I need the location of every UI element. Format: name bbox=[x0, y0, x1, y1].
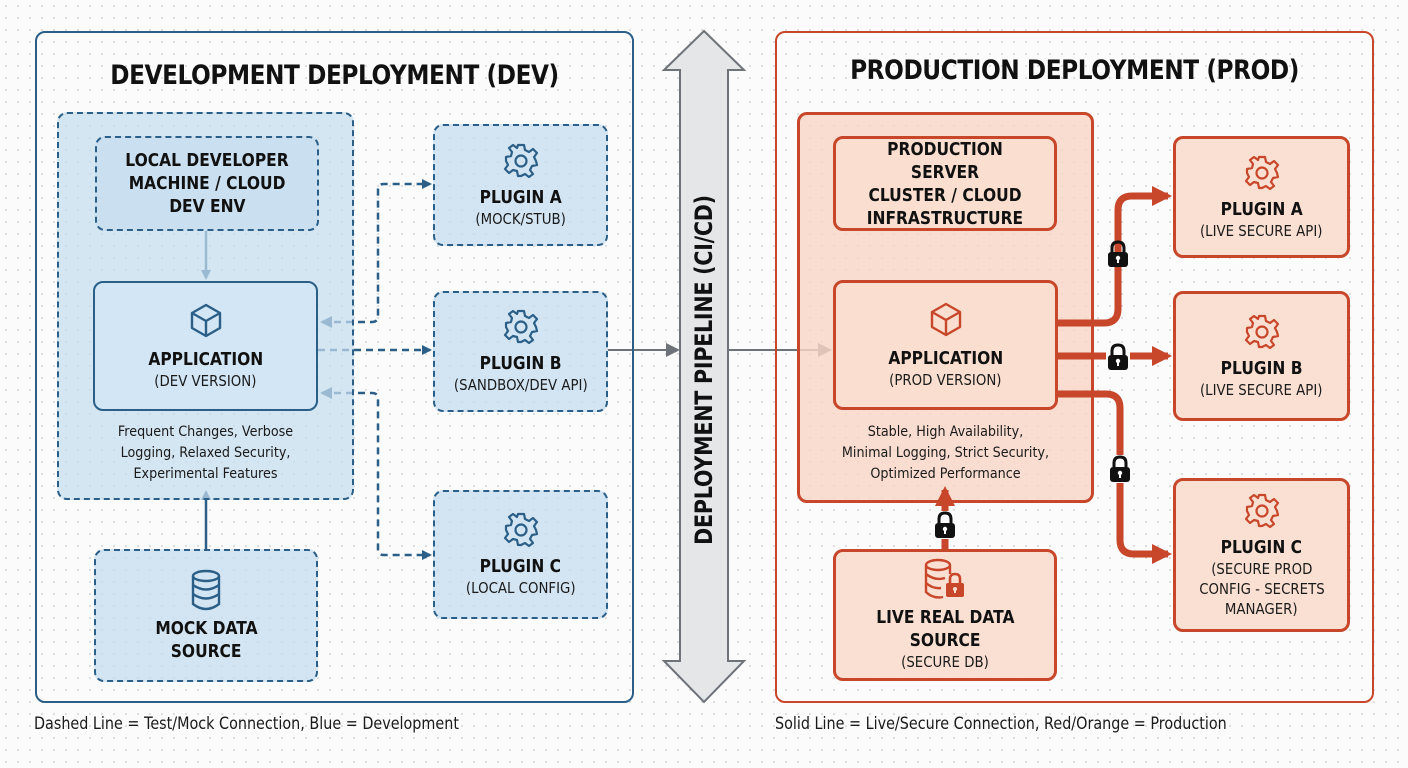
dev-legend: Dashed Line = Test/Mock Connection, Blue… bbox=[34, 714, 459, 733]
database-icon bbox=[190, 569, 222, 611]
prod-plugin-a-title: PLUGIN A bbox=[1220, 198, 1303, 220]
gear-icon bbox=[1243, 154, 1281, 192]
prod-plugin-c-subtitle: (SECURE PROD bbox=[1210, 559, 1313, 578]
dev-plugin-b-title: PLUGIN B bbox=[479, 353, 562, 374]
prod-note-line: Minimal Logging, Strict Security, bbox=[841, 445, 1050, 461]
dev-plugin-b-subtitle: (SANDBOX/DEV API) bbox=[453, 376, 588, 394]
live-data-source-box[interactable]: LIVE REAL DATA SOURCE (SECURE DB) bbox=[833, 549, 1057, 681]
local-developer-env-box[interactable]: LOCAL DEVELOPER MACHINE / CLOUD DEV ENV bbox=[95, 136, 319, 231]
gear-icon bbox=[1243, 313, 1281, 351]
prod-title-wrap: PRODUCTION DEPLOYMENT (PROD) bbox=[775, 55, 1374, 86]
gear-icon bbox=[502, 308, 540, 346]
dev-panel-title: DEVELOPMENT DEPLOYMENT (DEV) bbox=[110, 60, 559, 91]
lock-icon bbox=[1106, 240, 1130, 268]
dev-note-line: Experimental Features bbox=[133, 466, 278, 482]
prod-note-line: Stable, High Availability, bbox=[867, 424, 1024, 440]
prod-plugin-a-subtitle: (LIVE SECURE API) bbox=[1200, 221, 1323, 240]
dev-note-line: Frequent Changes, Verbose bbox=[117, 424, 294, 440]
dev-title-wrap: DEVELOPMENT DEPLOYMENT (DEV) bbox=[35, 60, 634, 91]
prod-plugin-c-title: PLUGIN C bbox=[1220, 536, 1303, 558]
prod-deployment-panel bbox=[775, 31, 1374, 703]
cube-icon bbox=[189, 302, 223, 338]
gear-icon bbox=[502, 511, 540, 549]
dev-app-title: APPLICATION bbox=[148, 348, 263, 370]
prod-legend: Solid Line = Live/Secure Connection, Red… bbox=[775, 714, 1227, 733]
secure-database-icon bbox=[923, 558, 967, 600]
prod-plugin-c-subtitle: CONFIG - SECRETS bbox=[1198, 579, 1325, 598]
gear-icon bbox=[502, 142, 540, 180]
dev-plugin-c-title: PLUGIN C bbox=[479, 556, 562, 577]
dev-plugin-c-subtitle: (LOCAL CONFIG) bbox=[465, 579, 576, 597]
server-line: INFRASTRUCTURE bbox=[866, 207, 1024, 229]
live-source-subtitle: (SECURE DB) bbox=[901, 653, 989, 671]
pipeline-label: DEPLOYMENT PIPELINE (CI/CD) bbox=[690, 195, 718, 545]
dev-notes: Frequent Changes, Verbose Logging, Relax… bbox=[60, 422, 351, 485]
dev-note-line: Logging, Relaxed Security, bbox=[120, 445, 291, 461]
dev-plugin-c-box[interactable]: PLUGIN C (LOCAL CONFIG) bbox=[433, 490, 608, 619]
prod-plugin-b-subtitle: (LIVE SECURE API) bbox=[1200, 380, 1323, 399]
prod-notes: Stable, High Availability, Minimal Loggi… bbox=[800, 422, 1091, 485]
dev-app-subtitle: (DEV VERSION) bbox=[154, 371, 257, 390]
lock-icon bbox=[1106, 343, 1130, 371]
prod-panel-title: PRODUCTION DEPLOYMENT (PROD) bbox=[850, 55, 1299, 86]
gear-icon bbox=[1243, 492, 1281, 530]
cube-icon bbox=[929, 301, 963, 337]
local-env-line: LOCAL DEVELOPER bbox=[125, 150, 289, 171]
dev-deployment-panel bbox=[35, 31, 634, 703]
local-env-line: DEV ENV bbox=[168, 196, 246, 217]
dev-plugin-a-subtitle: (MOCK/STUB) bbox=[475, 209, 566, 228]
prod-plugin-c-subtitle: MANAGER) bbox=[1225, 599, 1298, 618]
prod-application-box[interactable]: APPLICATION (PROD VERSION) bbox=[833, 280, 1058, 410]
prod-plugin-c-box[interactable]: PLUGIN C (SECURE PROD CONFIG - SECRETS M… bbox=[1173, 478, 1350, 632]
prod-app-title: APPLICATION bbox=[888, 347, 1003, 369]
live-source-line: SOURCE bbox=[909, 630, 981, 651]
server-line: PRODUCTION SERVER bbox=[887, 138, 1003, 183]
mock-data-source-box[interactable]: MOCK DATA SOURCE bbox=[94, 549, 318, 682]
prod-note-line: Optimized Performance bbox=[870, 466, 1021, 482]
dev-plugin-a-box[interactable]: PLUGIN A (MOCK/STUB) bbox=[433, 124, 608, 246]
live-source-line: LIVE REAL DATA bbox=[875, 607, 1015, 628]
production-server-box[interactable]: PRODUCTION SERVER CLUSTER / CLOUD INFRAS… bbox=[833, 136, 1057, 231]
dev-application-box[interactable]: APPLICATION (DEV VERSION) bbox=[93, 281, 318, 411]
prod-plugin-b-box[interactable]: PLUGIN B (LIVE SECURE API) bbox=[1173, 291, 1350, 421]
local-env-line: MACHINE / CLOUD bbox=[128, 173, 286, 194]
lock-icon bbox=[1108, 455, 1132, 483]
server-line: CLUSTER / CLOUD bbox=[868, 184, 1022, 206]
prod-app-subtitle: (PROD VERSION) bbox=[889, 370, 1002, 389]
prod-plugin-b-title: PLUGIN B bbox=[1220, 357, 1303, 379]
prod-plugin-a-box[interactable]: PLUGIN A (LIVE SECURE API) bbox=[1173, 136, 1350, 258]
lock-icon bbox=[933, 511, 957, 539]
mock-source-line: SOURCE bbox=[170, 640, 242, 662]
dev-plugin-a-title: PLUGIN A bbox=[479, 186, 562, 208]
mock-source-line: MOCK DATA bbox=[154, 617, 258, 639]
dev-plugin-b-box[interactable]: PLUGIN B (SANDBOX/DEV API) bbox=[433, 291, 608, 412]
